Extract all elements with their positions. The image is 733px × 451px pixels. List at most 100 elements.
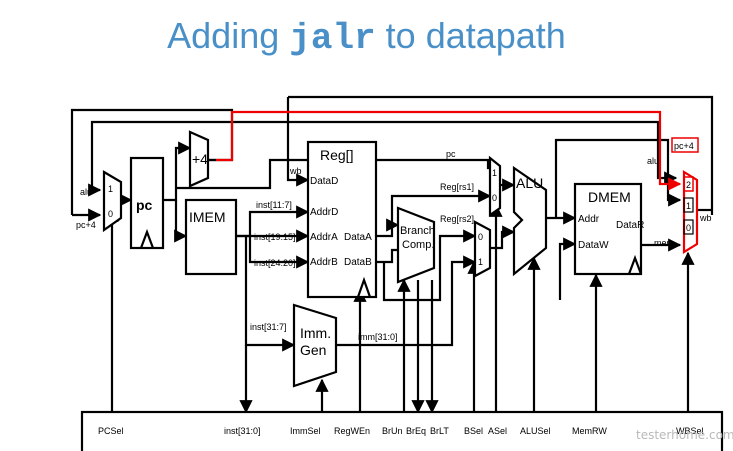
wb-mux-in1-box (683, 197, 694, 213)
jalr-highlight-wires (216, 110, 682, 191)
label-imm: imm[31:0] (358, 332, 398, 342)
control-logic-box (80, 410, 724, 451)
label-alu-wb: alu (647, 156, 659, 166)
ctl-label-regwen: RegWEn (334, 426, 370, 436)
ctl-label-brun: BrUn (382, 426, 403, 436)
label-wb-out: wb (699, 213, 712, 223)
label-bmux-1: 1 (478, 257, 483, 267)
label-mem: mem (654, 238, 674, 248)
dmem-block (573, 182, 643, 276)
wb-mux-group (671, 137, 699, 254)
wire-dataB-bmux (382, 229, 477, 302)
alu-label: ALU (516, 175, 543, 191)
port-dataD: DataD (310, 176, 338, 187)
wb-mux-in2-box (683, 176, 694, 192)
port-dataW: DataW (578, 240, 609, 251)
wire-labels: alu pc+4 1 0 wb inst[11:7] inst[19:15] i… (76, 141, 712, 342)
label-wb-reg: wb (289, 166, 302, 176)
label-inst-19-15: inst[19:15] (254, 232, 296, 242)
wire-dataB (376, 248, 398, 264)
pc-label: pc (136, 197, 153, 213)
ctl-label-pcsel: PCSel (98, 426, 124, 436)
pc4-wb-label-box (671, 137, 699, 153)
immgen-label-2: Gen (300, 342, 326, 358)
dmem-label: DMEM (588, 189, 631, 205)
immgen-label-1: Imm. (300, 325, 331, 341)
label-wbmux-0: 0 (686, 223, 691, 233)
watermark: testerhome.com (636, 428, 733, 442)
label-reg-rs1: Reg[rs1] (440, 182, 474, 192)
ctl-label-wbsel: WBSel (676, 426, 704, 436)
label-pc4-left: pc+4 (76, 220, 96, 230)
plus4-label: +4 (192, 151, 208, 167)
label-amux-1: 1 (492, 168, 497, 178)
alu-block (512, 165, 548, 277)
plus4-adder (188, 130, 210, 188)
wire-inst-24-20 (248, 236, 310, 269)
pc-clock-icon (139, 228, 155, 249)
title-prefix: Adding (167, 15, 290, 56)
port-labels: DataD AddrD AddrA AddrB DataA DataB Addr… (310, 176, 644, 268)
ctl-label-bsel: BSel (464, 426, 483, 436)
wire-wb-regD (286, 97, 310, 187)
label-wbmux-2: 2 (686, 180, 691, 190)
ctl-label-asel: ASel (488, 426, 507, 436)
branch-label-2: Comp. (402, 239, 434, 251)
label-alu-left: alu (80, 187, 92, 197)
reg-label: Reg[] (320, 147, 353, 163)
port-addr: Addr (578, 214, 600, 225)
port-addrA: AddrA (310, 232, 338, 243)
ctl-label-breq: BrEq (406, 426, 426, 436)
port-dataA: DataA (344, 232, 372, 243)
imem-label: IMEM (189, 209, 226, 225)
control-signal-labels: PCSel inst[31:0] ImmSel RegWEn BrUn BrEq… (98, 426, 704, 436)
wire-pc-plus4 (163, 141, 192, 202)
branch-comp (396, 206, 436, 284)
register-file (306, 140, 378, 299)
port-addrB: AddrB (310, 257, 338, 268)
port-addrD: AddrD (310, 207, 338, 218)
wire-top-mid (288, 95, 714, 215)
wire-alu-feedback (90, 120, 678, 190)
label-wbmux-1: 1 (686, 201, 691, 211)
wire-bmux-alu (490, 225, 516, 250)
a-mux (488, 155, 502, 218)
port-dataR: DataR (616, 220, 644, 231)
title-suffix: to datapath (375, 15, 566, 56)
label-pcmux-0: 0 (108, 209, 113, 219)
wire-alu-wb (554, 138, 682, 218)
title-code: jalr (289, 18, 376, 59)
label-pc-amux: pc (446, 149, 456, 159)
wire-pc-amux (176, 158, 490, 190)
pc-mux (102, 170, 123, 233)
slide-title: Adding jalr to datapath (0, 14, 733, 61)
wire-dataA (376, 189, 492, 238)
b-mux (473, 220, 492, 278)
imm-gen (292, 303, 338, 388)
wire-imm (336, 255, 477, 347)
reg-clock-icon (356, 276, 372, 298)
ctl-label-inst: inst[31:0] (224, 426, 261, 436)
block-labels: pc +4 IMEM Reg[] ALU DMEM Branch Comp. I… (136, 147, 631, 358)
label-bmux-0: 0 (478, 232, 483, 242)
imem-block (184, 198, 238, 276)
label-amux-0: 0 (492, 193, 497, 203)
label-pc4-wb: pc+4 (674, 141, 694, 151)
label-inst-24-20: inst[24:20] (254, 258, 296, 268)
label-inst-31-7: inst[31:7] (250, 322, 287, 332)
wires (70, 95, 714, 414)
port-dataB: DataB (344, 257, 372, 268)
wb-mux-in0-box (683, 219, 694, 235)
wire-pc-imem (174, 200, 188, 243)
wire-dataW (558, 237, 577, 300)
ctl-label-brlt: BrLT (430, 426, 449, 436)
label-inst-11-7: inst[11:7] (256, 200, 292, 210)
branch-label-1: Branch (400, 225, 435, 237)
blocks (80, 130, 724, 451)
ctl-label-memrw: MemRW (572, 426, 607, 436)
wire-pc4-wb-red (216, 110, 682, 191)
dmem-clock-icon (627, 254, 643, 275)
ctl-label-immsel: ImmSel (290, 426, 321, 436)
label-pcmux-1: 1 (108, 184, 113, 194)
